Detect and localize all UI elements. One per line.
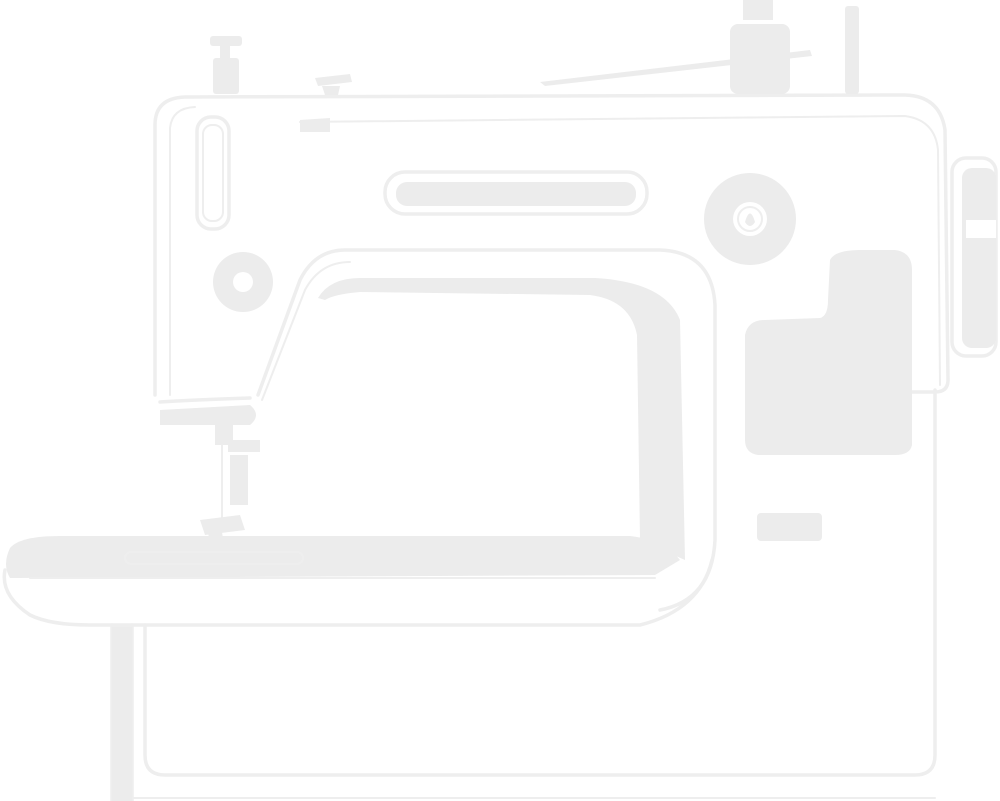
machine-bed xyxy=(2,536,714,627)
side-panel xyxy=(745,250,912,541)
needle-assembly xyxy=(200,425,260,545)
tension-dial xyxy=(704,173,796,265)
left-column-details xyxy=(158,115,273,425)
stitch-window xyxy=(383,170,649,216)
machine-base xyxy=(110,388,937,801)
top-fittings xyxy=(210,0,859,95)
hand-wheel xyxy=(950,156,998,358)
machine-body xyxy=(153,93,950,397)
